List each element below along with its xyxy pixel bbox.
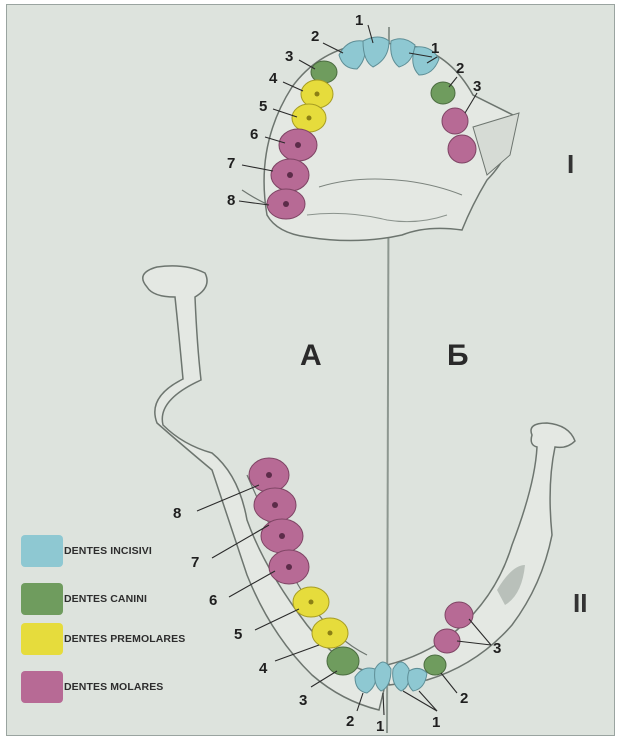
lower-label-3-right: 3 — [493, 640, 501, 657]
lower-incisor-right-2 — [408, 668, 427, 691]
legend-label-molares: DENTES MOLARES — [64, 681, 163, 693]
legend-swatch-molares — [21, 671, 63, 703]
upper-label-5-left: 5 — [259, 98, 267, 115]
lower-label-5-left: 5 — [234, 626, 242, 643]
upper-label-2-left: 2 — [311, 28, 319, 45]
legend-swatch-incisivi — [21, 535, 63, 567]
lower-label-2-right: 2 — [460, 690, 468, 707]
legend-item-molares: DENTES MOLARES — [21, 671, 211, 705]
upper-label-4-left: 4 — [269, 70, 278, 87]
lower-label-4-left: 4 — [259, 660, 268, 677]
upper-label-3-right: 3 — [473, 78, 481, 95]
lower-premolar-right-1 — [434, 629, 460, 653]
legend-item-canini: DENTES CANINI — [21, 583, 211, 617]
upper-label-8-left: 8 — [227, 192, 235, 209]
lower-label-1-left: 1 — [376, 718, 384, 735]
upper-label-1-right: 1 — [431, 40, 439, 57]
lower-jaw-label: II — [573, 588, 587, 618]
upper-label-3-left: 3 — [285, 48, 293, 65]
legend-label-premolares: DENTES PREMOLARES — [64, 633, 185, 645]
lower-canine-right — [424, 655, 446, 675]
upper-canine-right — [431, 82, 455, 104]
legend-item-premolares: DENTES PREMOLARES — [21, 623, 211, 657]
lower-canine-left — [327, 647, 359, 675]
lower-incisor-right-1 — [393, 662, 410, 691]
lower-label-3-left: 3 — [299, 692, 307, 709]
legend-label-canini: DENTES CANINI — [64, 593, 147, 605]
lower-premolar-right-2 — [445, 602, 473, 628]
upper-label-2-right: 2 — [456, 60, 464, 77]
upper-jaw-label: I — [567, 149, 574, 179]
legend-item-incisivi: DENTES INCISIVI — [21, 535, 211, 569]
side-label-left: А — [300, 339, 322, 372]
side-label-right: Б — [447, 339, 469, 372]
upper-premolar-right-1 — [442, 108, 468, 134]
upper-premolar-right-2 — [448, 135, 476, 163]
lower-label-8-left: 8 — [173, 505, 181, 522]
lower-incisor-left-1 — [375, 662, 391, 691]
legend-swatch-canini — [21, 583, 63, 615]
lower-label-1-right: 1 — [432, 714, 440, 731]
figure-frame: 1 2 3 4 5 6 7 8 1 2 3 I А Б — [6, 4, 615, 736]
lower-label-2-left: 2 — [346, 713, 354, 730]
mandible-right-ramus — [387, 423, 575, 685]
upper-label-6-left: 6 — [250, 126, 258, 143]
upper-label-1-left: 1 — [355, 12, 363, 29]
legend-label-incisivi: DENTES INCISIVI — [64, 545, 152, 557]
upper-label-7-left: 7 — [227, 155, 235, 172]
legend-swatch-premolares — [21, 623, 63, 655]
